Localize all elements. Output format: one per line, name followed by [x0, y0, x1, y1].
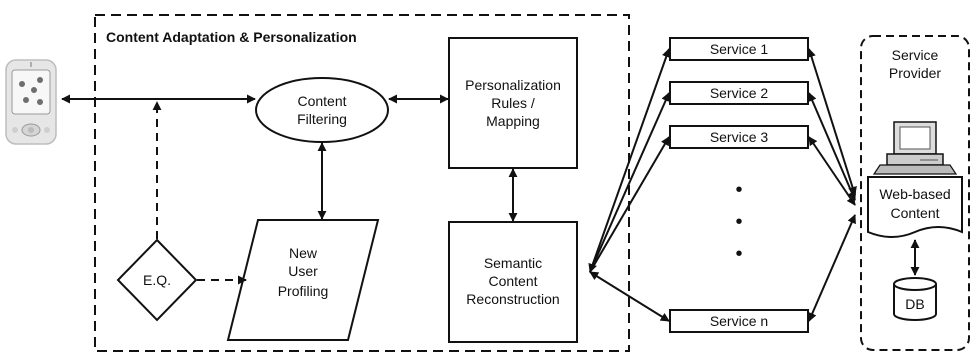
service-n-box [669, 309, 809, 333]
profiling-label-3: Profiling [278, 283, 329, 299]
profiling-label-2: User [288, 263, 318, 279]
personalization-label-2: Rules / [491, 95, 535, 111]
semantic-node [448, 221, 578, 343]
content-filtering-label-1: Content [297, 93, 346, 109]
personalization-node [448, 37, 578, 169]
eq-label: E.Q. [143, 272, 171, 288]
semantic-services-arrows [588, 48, 671, 322]
personalization-label-1: Personalization [465, 77, 561, 93]
semantic-label-3: Reconstruction [466, 291, 559, 307]
web-content-label-2: Content [890, 205, 939, 221]
computer-icon [872, 121, 958, 175]
service-provider-container [860, 35, 970, 351]
db-node [893, 277, 937, 321]
service-2-label: Service 2 [710, 85, 769, 101]
service-provider-title-2: Provider [889, 65, 941, 81]
services-provider-arrows [807, 48, 857, 322]
ellipsis-dot-1: • [735, 179, 742, 201]
semantic-label-2: Content [488, 273, 537, 289]
service-n-label: Service n [710, 313, 768, 329]
service-3-label: Service 3 [710, 129, 769, 145]
semantic-label-1: Semantic [484, 255, 542, 271]
web-content-label-1: Web-based [879, 186, 950, 202]
content-filtering-node [255, 77, 389, 143]
profiling-label-1: New [289, 245, 318, 261]
adaptation-container [94, 14, 630, 352]
content-filtering-label-2: Filtering [297, 111, 347, 127]
personalization-label-3: Mapping [486, 113, 540, 129]
db-label: DB [905, 296, 924, 312]
ellipsis-dot-2: • [735, 211, 742, 233]
profiling-node [226, 219, 380, 341]
eq-node [116, 238, 198, 322]
pda-device-icon [5, 59, 57, 145]
web-content-node [867, 176, 963, 238]
service-1-label: Service 1 [710, 41, 769, 57]
service-provider-title-1: Service [892, 47, 939, 63]
container-title: Content Adaptation & Personalization [106, 29, 357, 45]
ellipsis-dot-3: • [735, 243, 742, 265]
